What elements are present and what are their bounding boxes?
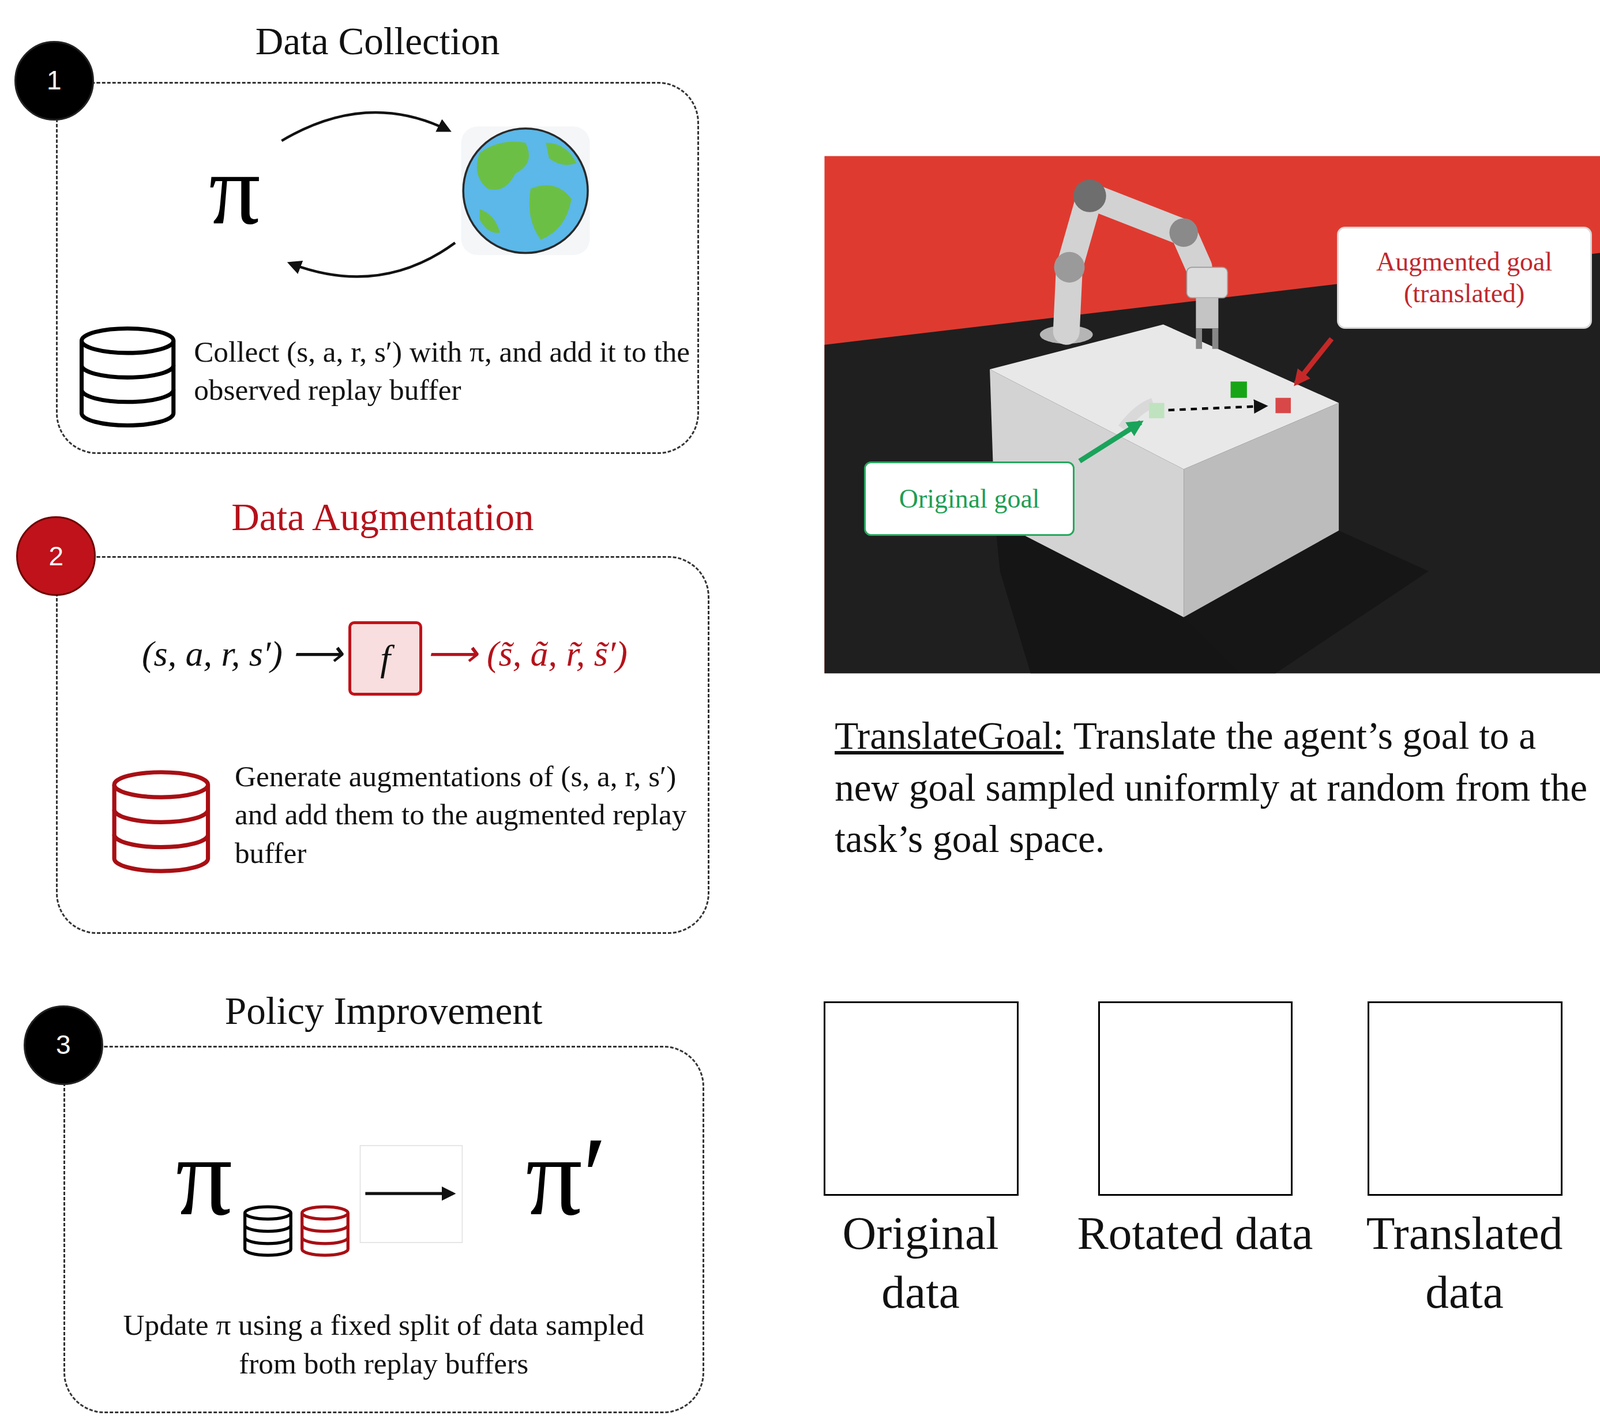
plot-square: Rotated data <box>1098 1001 1294 1197</box>
plot-label: Translated data <box>1338 1203 1591 1321</box>
caption-block: TranslateGoal:Translate the agent’s goal… <box>834 710 1595 865</box>
arrow-frame <box>360 1145 463 1243</box>
stage-description: Generate augmentations of (s, a, r, s′) … <box>234 757 701 873</box>
database-icon <box>81 328 174 426</box>
database-icon <box>114 772 208 871</box>
step-circle: 1 <box>14 40 95 121</box>
callout-box: Augmented goal (translated) <box>1336 226 1592 329</box>
step-number: 1 <box>16 42 93 119</box>
step-number: 2 <box>17 517 95 595</box>
database-icon <box>302 1206 349 1256</box>
stage-description: Collect (s, a, r, s′) with π, and add it… <box>193 332 696 410</box>
database-icon <box>245 1206 292 1256</box>
step-circle: 2 <box>16 516 96 596</box>
step-circle: 3 <box>23 1005 104 1085</box>
step-number: 3 <box>25 1007 102 1084</box>
plot-label: Rotated data <box>1072 1203 1318 1263</box>
robot-scene <box>824 156 1600 674</box>
stage-panel: Data CollectionπCollect (s, a, r, s′) wi… <box>55 81 700 455</box>
cycle-arrow <box>289 242 456 277</box>
stage-description: Update π using a fixed split of data sam… <box>102 1305 666 1383</box>
function-name: f <box>351 624 419 693</box>
stage-panel: Data Augmentation(s, a, r, s′) ⟶⟶ (s̃, ã… <box>55 556 709 934</box>
update-arrow <box>365 1192 453 1196</box>
augmented-formula: ⟶ (s̃, ã, r̃, s̃′) <box>426 630 706 677</box>
policy-symbol: π′ <box>479 1120 653 1234</box>
policy-symbol: π <box>152 1120 255 1234</box>
cycle-arrow <box>281 112 449 141</box>
plot-square: Translated data <box>1367 1001 1563 1197</box>
function-box: f <box>348 621 422 696</box>
callout-box: Original goal <box>864 461 1074 536</box>
plot-square: Original data <box>823 1001 1019 1197</box>
callout-text: Augmented goal (translated) <box>1338 228 1591 328</box>
stage-title: Data Augmentation <box>55 491 709 543</box>
plot-label: Original data <box>797 1203 1044 1321</box>
caption-term: TranslateGoal: <box>834 714 1064 758</box>
callout-text: Original goal <box>865 463 1073 535</box>
stage-title: Policy Improvement <box>63 985 705 1036</box>
globe-icon <box>461 126 591 255</box>
stage-panel: Policy Improvementππ′Update π using a fi… <box>63 1045 705 1414</box>
transition-formula: (s, a, r, s′) ⟶ <box>73 630 343 677</box>
policy-symbol: π <box>178 137 292 240</box>
stage-title: Data Collection <box>55 16 700 67</box>
